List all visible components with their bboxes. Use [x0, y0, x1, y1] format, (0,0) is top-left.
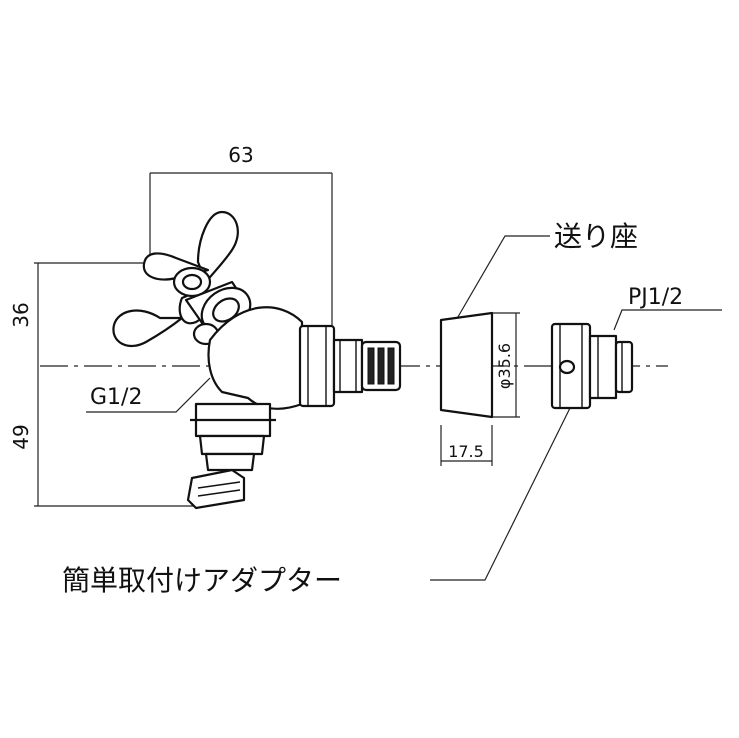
- faucet-main-body: [207, 306, 336, 410]
- dimension-17-5-label: 17.5: [448, 442, 484, 461]
- dimension-17-5: 17.5: [440, 425, 493, 466]
- pj-label: PJ1/2: [628, 285, 683, 310]
- dimension-49-label: 49: [9, 424, 33, 449]
- dimension-36-label: 36: [9, 302, 33, 327]
- sending-seat-label: 送り座: [554, 220, 638, 253]
- label-sending-seat: 送り座: [454, 220, 638, 323]
- lower-connector: [186, 402, 276, 510]
- dimension-36: 36: [9, 262, 160, 366]
- faucet: [112, 210, 402, 510]
- dimension-diameter-label: φ35.6: [495, 343, 514, 389]
- dimension-49: 49: [9, 366, 195, 507]
- outlet-nozzle: [332, 338, 402, 394]
- dimension-63: 63: [149, 143, 333, 325]
- adapter-label: 簡単取付けアダプター: [62, 564, 342, 597]
- label-g: G1/2: [86, 377, 211, 413]
- label-adapter: 簡単取付けアダプター: [62, 407, 571, 597]
- g-label: G1/2: [90, 385, 142, 410]
- label-pj: PJ1/2: [613, 285, 722, 331]
- dimension-diameter: φ35.6: [492, 312, 520, 418]
- adapter: [550, 322, 634, 410]
- sending-seat: [439, 311, 494, 419]
- dimension-63-label: 63: [228, 143, 253, 167]
